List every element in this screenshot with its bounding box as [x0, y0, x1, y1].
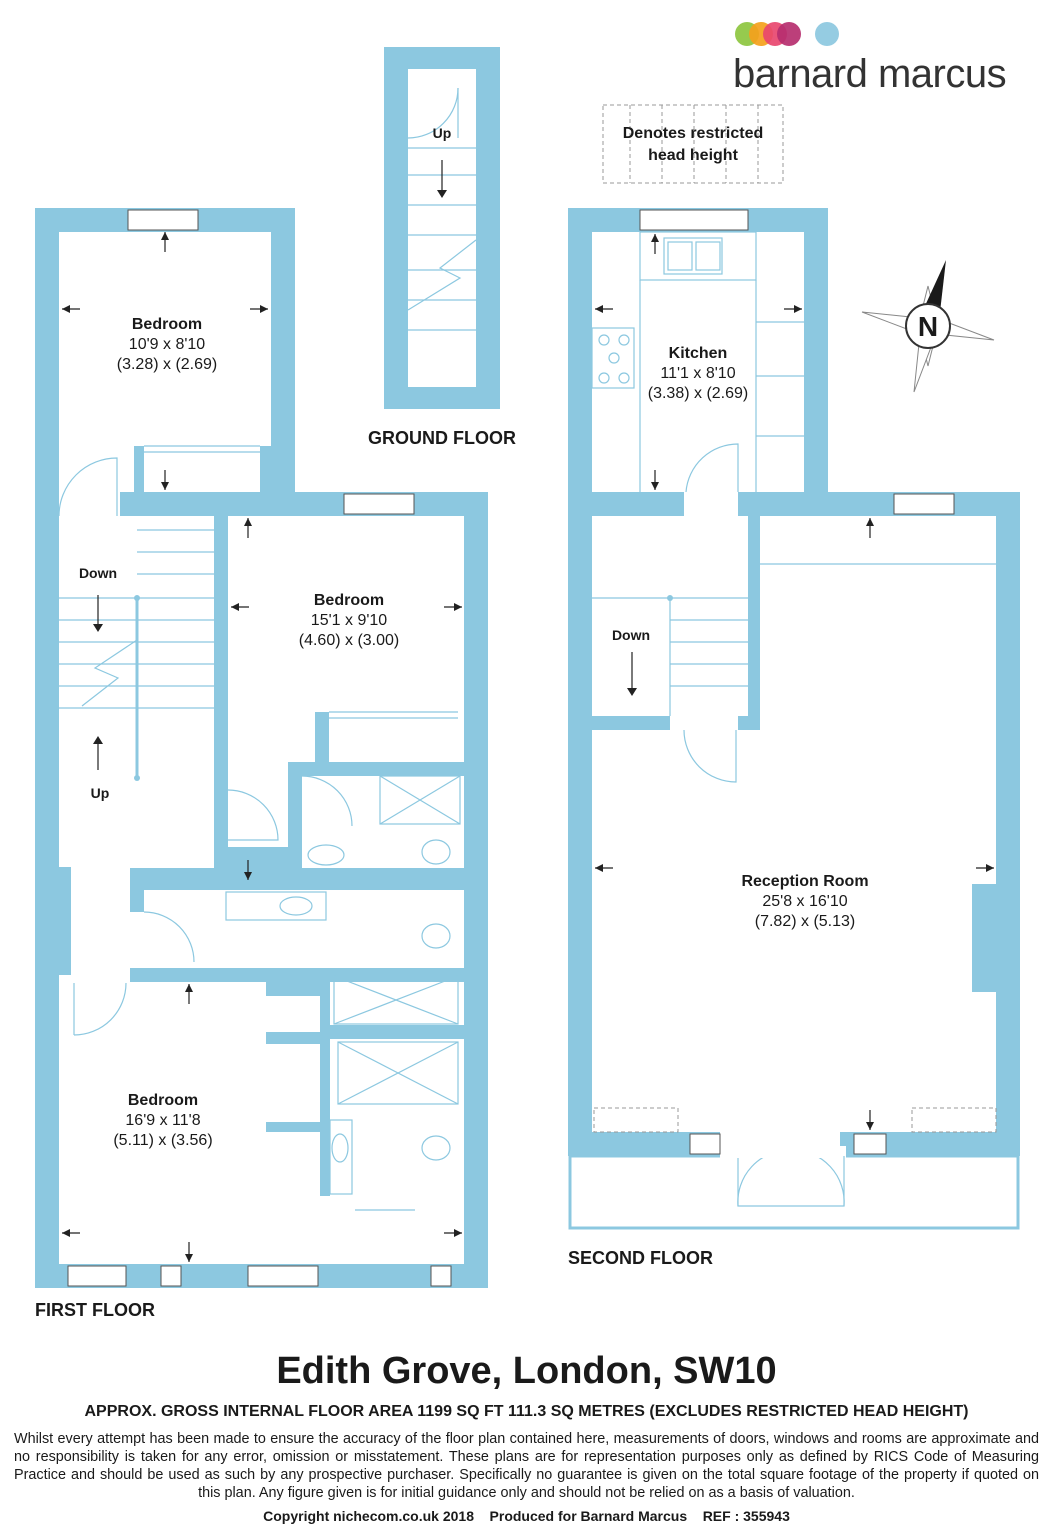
- floor-plan-drawing: Denotes restricted head height: [35, 47, 1020, 1320]
- logo-dot-5: [815, 22, 839, 46]
- room-kitchen: Kitchen 11'1 x 8'10 (3.38) x (2.69): [648, 345, 748, 402]
- first-stair-down-label: Down: [79, 565, 117, 581]
- room-name: Kitchen: [669, 345, 728, 362]
- room-name: Bedroom: [132, 316, 202, 333]
- room-bedroom-mid: Bedroom 15'1 x 9'10 (4.60) x (3.00): [299, 592, 399, 649]
- first-floor-bathroom-fixtures: [225, 775, 461, 1195]
- second-floor-plan: Down Kitchen 11'1 x 8'10 (3.38) x (2.6: [568, 208, 1020, 1268]
- room-metric: (5.11) x (3.56): [113, 1132, 212, 1149]
- brand-name: barnard marcus: [733, 52, 1007, 96]
- copyright-line: Copyright nichecom.co.uk 2018 Produced f…: [263, 1508, 790, 1524]
- brand-logo: barnard marcus: [733, 20, 1033, 100]
- room-name: Reception Room: [741, 873, 868, 890]
- second-floor-dimension-arrows: [595, 234, 994, 1130]
- compass-north-label: N: [918, 311, 938, 342]
- property-address: Edith Grove, London, SW10: [276, 1350, 777, 1392]
- kitchen-fittings: [591, 231, 804, 492]
- logo-dot-4: [777, 22, 801, 46]
- room-metric: (3.38) x (2.69): [648, 385, 748, 402]
- room-metric: (7.82) x (5.13): [755, 913, 855, 930]
- room-metric: (4.60) x (3.00): [299, 632, 399, 649]
- room-imperial: 16'9 x 11'8: [125, 1112, 200, 1129]
- restricted-height-legend: Denotes restricted head height: [602, 104, 784, 184]
- first-floor-stairs: [59, 529, 214, 781]
- room-imperial: 15'1 x 9'10: [311, 612, 387, 629]
- ground-stair-up-label: Up: [433, 125, 452, 141]
- second-floor-stairs: [592, 595, 748, 716]
- legend-line-1: Denotes restricted: [623, 125, 764, 142]
- room-reception: Reception Room 25'8 x 16'10 (7.82) x (5.…: [741, 873, 868, 930]
- first-floor-dimension-arrows: [62, 232, 462, 1262]
- second-floor-label: SECOND FLOOR: [568, 1248, 713, 1268]
- disclaimer-text: Whilst every attempt has been made to en…: [14, 1431, 1039, 1501]
- room-name: Bedroom: [314, 592, 384, 609]
- room-name: Bedroom: [128, 1092, 198, 1109]
- first-floor-label: FIRST FLOOR: [35, 1300, 155, 1320]
- compass-rose: N: [861, 260, 995, 393]
- room-bedroom-bottom: Bedroom 16'9 x 11'8 (5.11) x (3.56): [113, 1092, 212, 1149]
- legend-line-2: head height: [648, 147, 738, 164]
- room-imperial: 11'1 x 8'10: [660, 365, 735, 382]
- ground-floor-label: GROUND FLOOR: [368, 428, 516, 448]
- room-imperial: 25'8 x 16'10: [762, 893, 847, 910]
- first-floor-plan: Down Up: [35, 208, 488, 1320]
- floor-area-summary: APPROX. GROSS INTERNAL FLOOR AREA 1199 S…: [84, 1403, 969, 1420]
- ground-floor-plan: Up GROUND FLOOR: [368, 47, 516, 448]
- room-imperial: 10'9 x 8'10: [129, 336, 205, 353]
- room-metric: (3.28) x (2.69): [117, 356, 217, 373]
- room-bedroom-top: Bedroom 10'9 x 8'10 (3.28) x (2.69): [117, 316, 217, 373]
- second-stair-down-label: Down: [612, 627, 650, 643]
- first-stair-up-label: Up: [91, 785, 110, 801]
